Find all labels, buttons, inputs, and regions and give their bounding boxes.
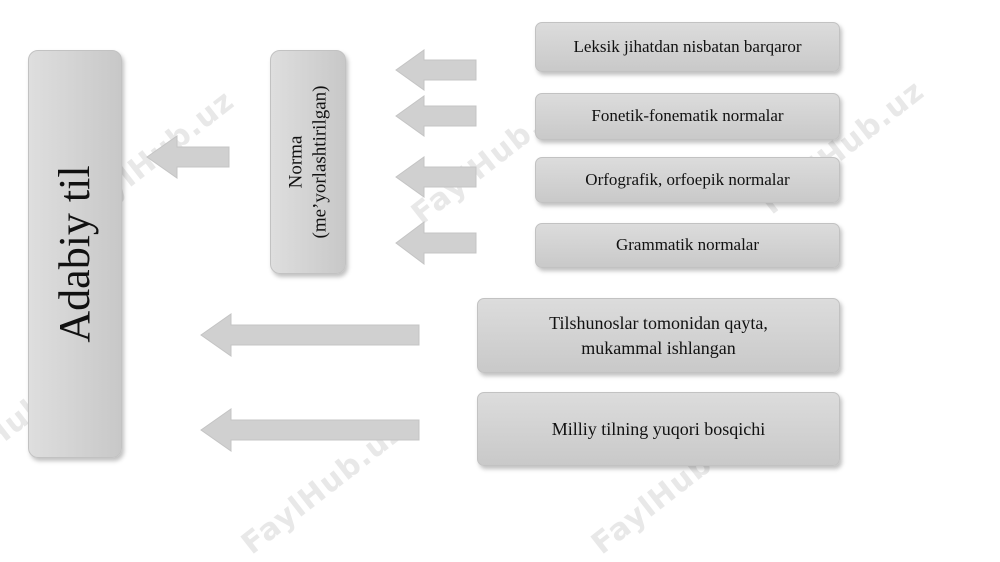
adabiy-child-box: Milliy tilning yuqori bosqichi [477,392,840,466]
norma-child-label: Fonetik-fonematik normalar [591,106,784,126]
norma-label: Norma (me’yorlashtirilgan) [284,85,332,238]
norma-title: Norma [285,135,307,189]
arrow-left-icon [146,135,230,179]
adabiy-child-label: Milliy tilning yuqori bosqichi [551,418,766,439]
adabiy-til-label: Adabiy til [50,165,99,343]
norma-subtitle: (me’yorlashtirilgan) [309,85,330,239]
adabiy-child-label: Tilshunoslar tomonidan qayta, mukammal i… [549,313,768,358]
norma-child-label: Leksik jihatdan nisbatan barqaror [573,36,802,56]
norma-child-label: Grammatik normalar [615,235,760,255]
norma-child-label: Orfografik, orfoepik normalar [585,169,790,189]
arrow-left-icon [395,156,477,198]
norma-child-box: Orfografik, orfoepik normalar [535,157,840,203]
arrow-left-icon [200,408,420,452]
arrow-left-icon [395,49,477,91]
norma-child-box: Fonetik-fonematik normalar [535,93,840,140]
adabiy-til-node: Adabiy til [28,50,122,458]
arrow-left-icon [200,313,420,357]
norma-child-box: Leksik jihatdan nisbatan barqaror [535,22,840,72]
arrow-left-icon [395,95,477,137]
arrow-left-icon [395,221,477,265]
adabiy-child-box: Tilshunoslar tomonidan qayta, mukammal i… [477,298,840,373]
norma-node: Norma (me’yorlashtirilgan) [270,50,346,274]
norma-child-box: Grammatik normalar [535,223,840,268]
